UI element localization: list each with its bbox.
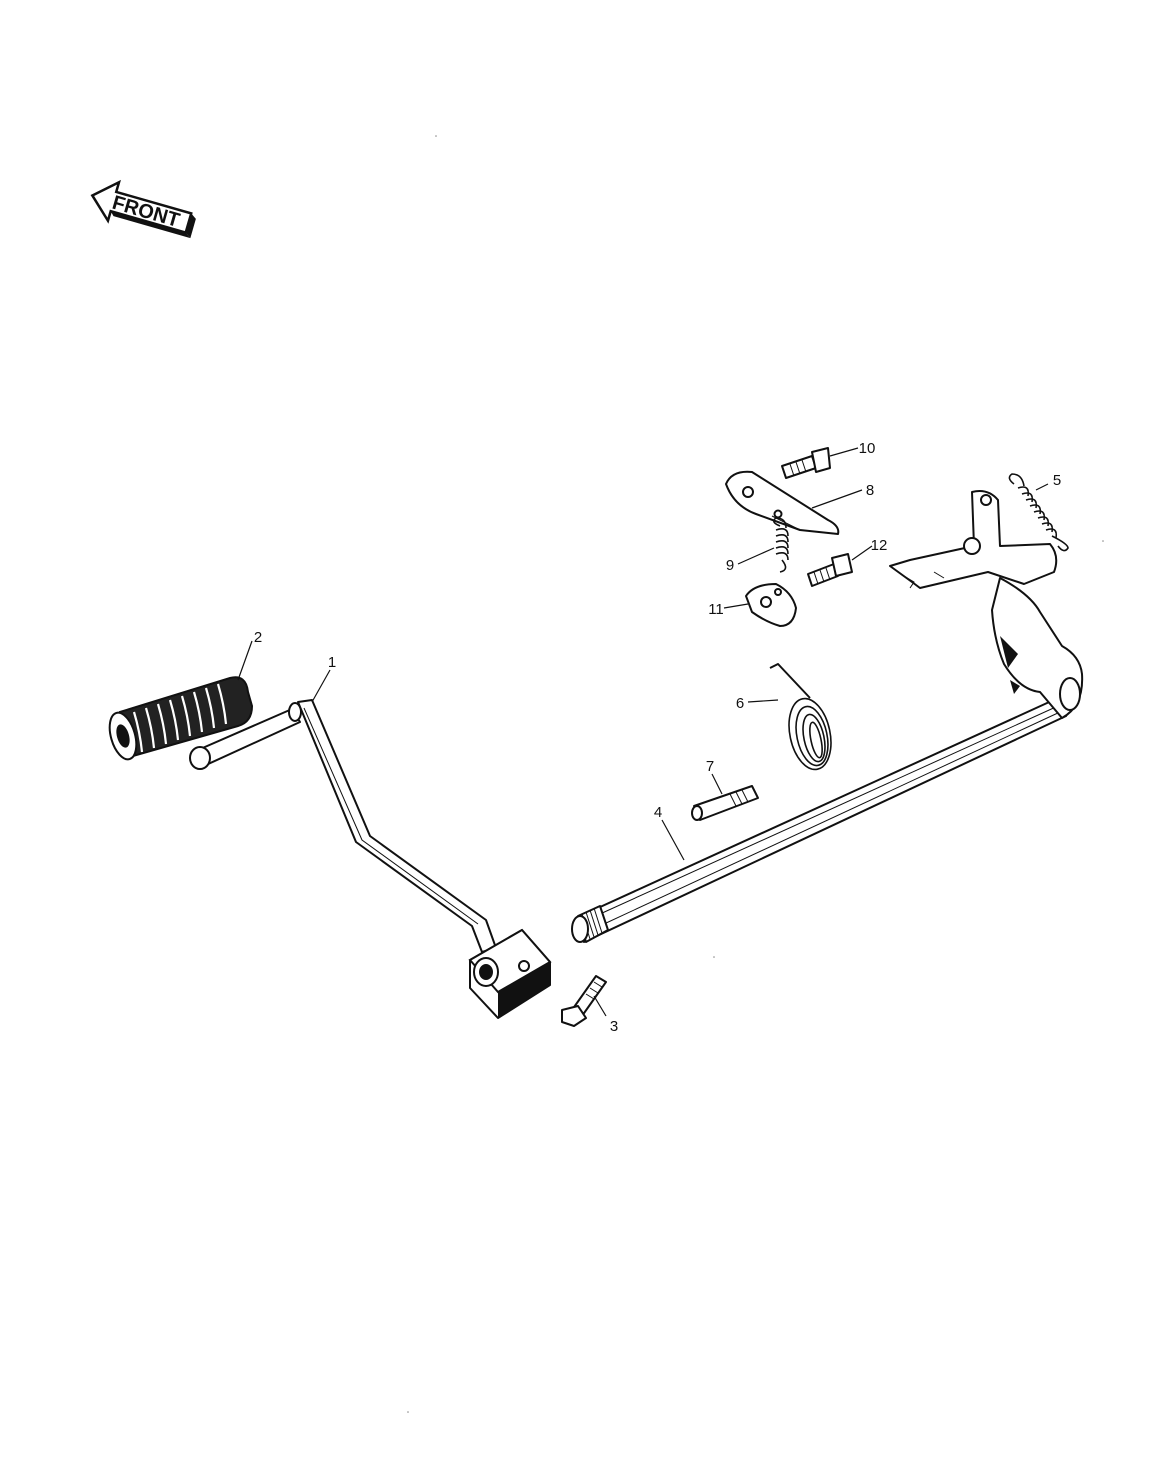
small-spring <box>772 517 789 573</box>
shift-shaft <box>571 577 1084 943</box>
callout-2: 2 <box>254 629 262 646</box>
callout-6: 6 <box>736 695 744 712</box>
callout-3: 3 <box>610 1018 618 1035</box>
callout-labels: 1 2 3 4 5 6 7 8 9 10 11 12 <box>254 440 1061 1035</box>
callout-1: 1 <box>328 654 336 671</box>
plate-11 <box>745 583 797 627</box>
scan-specks <box>407 135 1104 1413</box>
shift-pedal <box>189 699 552 1019</box>
leader-lines <box>237 447 1049 1017</box>
callout-4: 4 <box>654 804 662 821</box>
callout-5: 5 <box>1053 472 1061 489</box>
callout-11: 11 <box>708 601 724 618</box>
pedal-rubber <box>108 676 254 761</box>
shift-arm-plate <box>889 490 1058 589</box>
pin <box>691 785 759 821</box>
bolt-12 <box>807 553 853 587</box>
callout-7: 7 <box>706 758 714 775</box>
torsion-spring <box>769 663 832 771</box>
clamp-bolt <box>561 975 607 1027</box>
front-arrow-icon: FRONT <box>90 179 196 239</box>
return-spring <box>1008 473 1069 552</box>
callout-9: 9 <box>726 557 734 574</box>
front-label: FRONT <box>110 192 182 232</box>
stopper-plate <box>725 470 840 535</box>
callout-10: 10 <box>859 440 876 457</box>
callout-12: 12 <box>871 537 888 554</box>
bolt-10 <box>781 447 831 479</box>
callout-8: 8 <box>866 482 874 499</box>
